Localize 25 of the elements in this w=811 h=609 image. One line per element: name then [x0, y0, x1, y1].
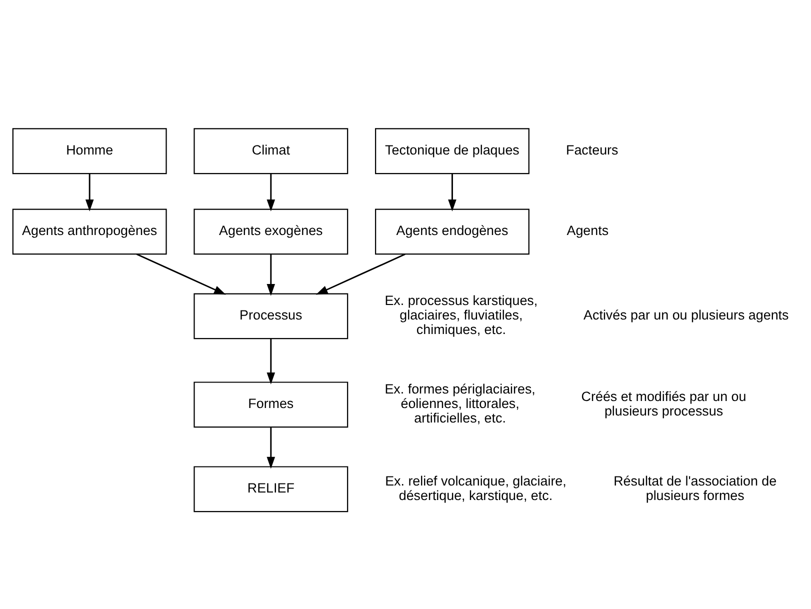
node-box: Agents anthropogènes [12, 208, 167, 255]
arrow [266, 427, 276, 469]
label: Créés et modifiés par un ou plusieurs processus [581, 388, 746, 418]
label: Facteurs [566, 142, 618, 158]
label: Agents [566, 223, 609, 238]
arrow [266, 174, 276, 212]
node-box: Homme [12, 128, 167, 174]
label: Ex. formes périglaciaires, éoliennes, littorales, artificielles, etc. [384, 382, 536, 426]
arrow [266, 254, 276, 296]
node-box: Agents endogènes [375, 208, 530, 255]
node-box: RELIEF [194, 466, 348, 512]
label: Activés par un ou plusieurs agents [584, 308, 789, 323]
label: Ex. processus karstiques, glaciaires, fluviatiles, chimiques, etc. [384, 293, 538, 338]
node-box: Climat [194, 128, 348, 174]
label: Ex. relief volcanique, glaciaire, désertique, karstique, etc. [385, 473, 566, 503]
arrow [316, 254, 406, 295]
node-box: Tectonique de plaques [375, 128, 530, 174]
arrow [136, 254, 226, 295]
node-box: Agents exogènes [194, 208, 348, 255]
node-box: Formes [194, 382, 348, 428]
arrow [266, 338, 276, 384]
arrow [448, 174, 456, 212]
node-box: Processus [194, 293, 348, 340]
arrow [85, 174, 94, 212]
label: Résultat de l'association de plusieurs formes [614, 473, 777, 503]
